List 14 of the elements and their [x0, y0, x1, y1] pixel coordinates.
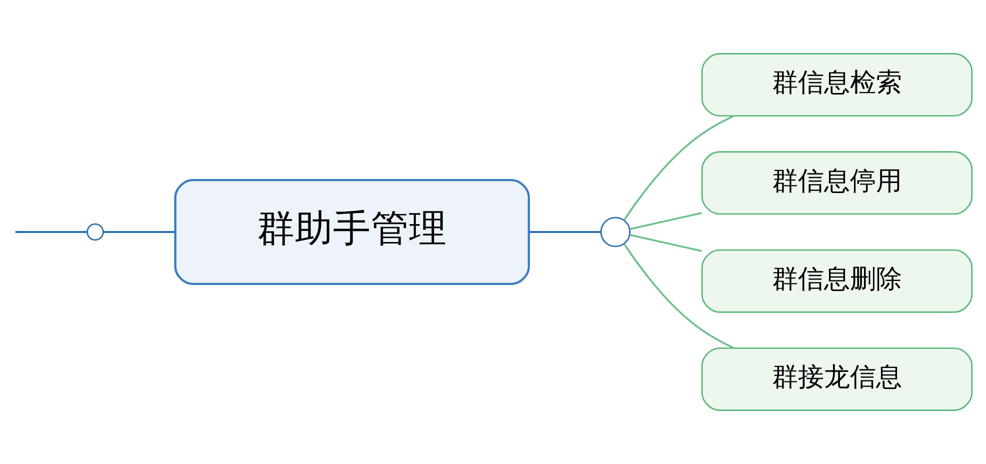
node-box: 群信息检索 [701, 53, 973, 117]
connector [624, 115, 734, 221]
node-box: 群信息删除 [701, 249, 973, 313]
connector [15, 231, 87, 233]
connector [529, 231, 601, 233]
connector [630, 234, 702, 252]
node-box: 群接龙信息 [701, 347, 973, 411]
node-box: 群信息停用 [701, 151, 973, 215]
connector [624, 243, 734, 349]
node-circle [86, 223, 104, 241]
connector [630, 212, 702, 230]
connector [103, 231, 175, 233]
node-circle [600, 216, 631, 248]
node-box: 群助手管理 [174, 178, 530, 286]
